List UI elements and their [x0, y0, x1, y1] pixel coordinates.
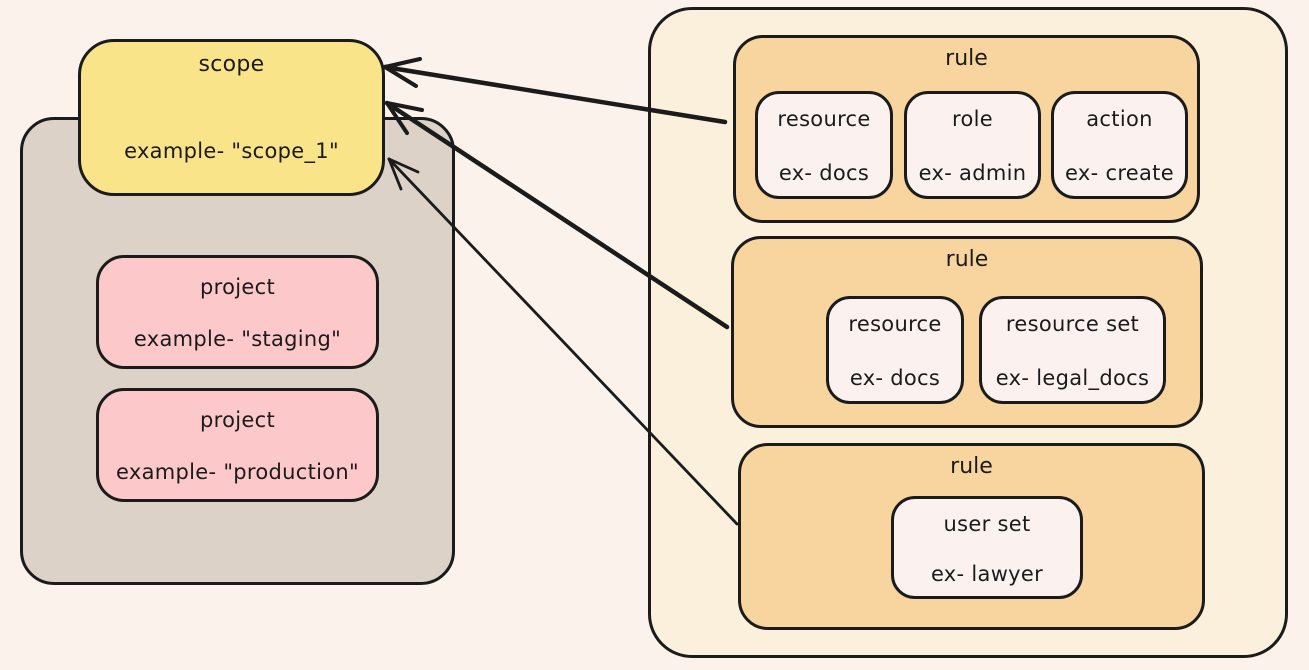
- item-example: ex- docs: [778, 161, 870, 185]
- item-example: ex- admin: [918, 161, 1027, 185]
- item-box-user-set: user set ex- lawyer: [891, 496, 1083, 599]
- project-title: project: [200, 408, 275, 432]
- item-example: ex- lawyer: [930, 562, 1044, 586]
- rule-title: rule: [945, 247, 989, 272]
- item-example: ex- create: [1065, 161, 1174, 185]
- project-title: project: [200, 275, 275, 299]
- rules-container: rule resource ex- docs role ex- admin ac…: [648, 7, 1288, 658]
- project-example: example- "production": [115, 460, 360, 484]
- scope-example: example- "scope_1": [124, 139, 339, 163]
- rule-title: rule: [945, 46, 988, 71]
- project-box-production: project example- "production": [96, 388, 379, 502]
- rule-box-1: rule resource ex- docs role ex- admin ac…: [733, 35, 1200, 223]
- item-box-resource: resource ex- docs: [826, 296, 964, 404]
- item-box-action: action ex- create: [1051, 91, 1188, 199]
- item-title: resource: [777, 107, 871, 131]
- item-title: role: [952, 107, 993, 131]
- item-example: ex- docs: [849, 366, 941, 390]
- project-example: example- "staging": [133, 327, 342, 351]
- item-title: resource set: [1005, 312, 1140, 336]
- rule-box-3: rule user set ex- lawyer: [738, 443, 1205, 630]
- scope-title: scope: [198, 52, 265, 77]
- item-box-role: role ex- admin: [904, 91, 1041, 199]
- rule-title: rule: [950, 454, 993, 479]
- project-box-staging: project example- "staging": [96, 255, 379, 369]
- item-box-resource: resource ex- docs: [755, 91, 893, 199]
- item-title: resource: [848, 312, 942, 336]
- item-title: user set: [943, 512, 1031, 536]
- item-title: action: [1086, 107, 1153, 131]
- item-example: ex- legal_docs: [995, 366, 1150, 390]
- item-box-resource-set: resource set ex- legal_docs: [979, 296, 1166, 404]
- rule-box-2: rule resource ex- docs resource set ex- …: [731, 236, 1203, 428]
- scope-box: scope example- "scope_1": [78, 39, 385, 196]
